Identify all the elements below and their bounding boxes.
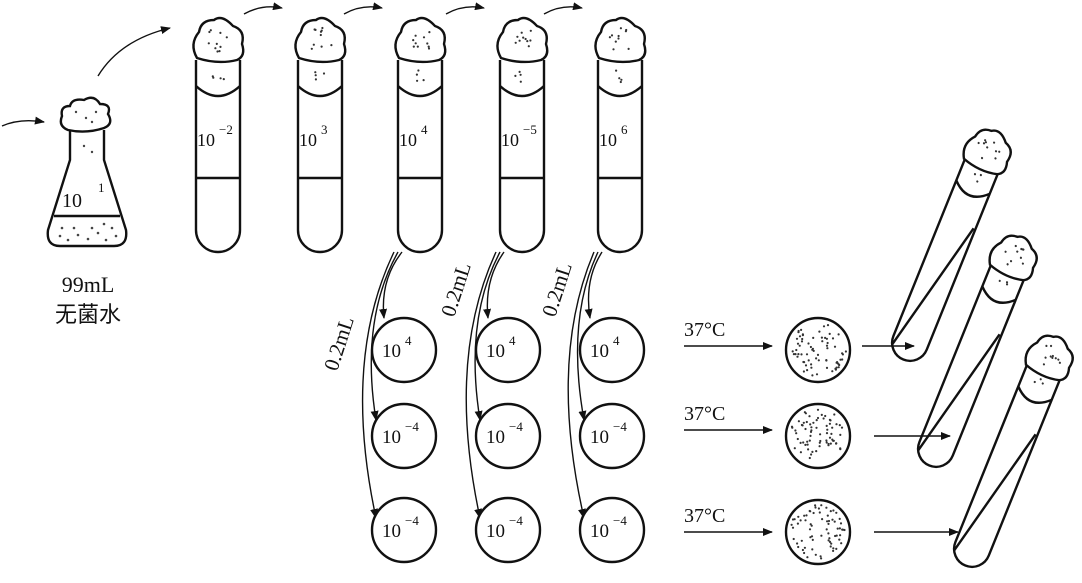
tube-label-base-5: 10 xyxy=(599,130,617,150)
plating-arrows xyxy=(361,251,603,519)
colony-plates xyxy=(784,316,852,566)
plate-r1-c1: 10 4 xyxy=(370,316,438,384)
incubation-label-1: 37°C xyxy=(684,319,725,341)
plate-r3-c3: 10 −4 xyxy=(578,496,646,564)
slant-culture-tubes xyxy=(890,128,1074,569)
plate-label-base-r2-c1: 10 xyxy=(382,427,401,448)
plate-label-base-r1-c1: 10 xyxy=(382,341,401,362)
plate-r2-c3: 10 −4 xyxy=(578,402,646,470)
incubation-label-2: 37°C xyxy=(684,403,725,425)
plate-label-base-r3-c1: 10 xyxy=(382,521,401,542)
plate-r1-c2: 10 4 xyxy=(474,316,542,384)
plate-r2-c2: 10 −4 xyxy=(474,402,542,470)
plate-label-exponent-r2-c3: −4 xyxy=(613,419,627,434)
tube-label-exponent-5: 6 xyxy=(621,122,628,137)
plate-r3-c2: 10 −4 xyxy=(474,496,542,564)
colony-plate-1 xyxy=(784,316,852,384)
slant-tube-1 xyxy=(890,128,1012,363)
plate-label-base-r2-c3: 10 xyxy=(590,427,609,448)
plate-label-exponent-r1-c3: 4 xyxy=(613,333,620,348)
tube-label-base-4: 10 xyxy=(501,130,519,150)
volume-label-3: 0.2mL xyxy=(537,259,577,319)
plate-label-exponent-r1-c2: 4 xyxy=(509,333,516,348)
slant-tube-3 xyxy=(952,334,1074,569)
flask-volume: 99mL xyxy=(62,272,115,297)
slant-tube-2 xyxy=(916,234,1038,469)
plate-r1-c3: 10 4 xyxy=(578,316,646,384)
tube-label-exponent-4: −5 xyxy=(523,122,537,137)
volume-label-1: 0.2mL xyxy=(319,313,359,373)
input-arrow xyxy=(1,116,45,127)
incubation-row-3: 37°C xyxy=(684,505,773,536)
plate-label-base-r3-c3: 10 xyxy=(590,521,609,542)
plate-label-exponent-r3-c2: −4 xyxy=(509,513,523,528)
tube-label-exponent-1: −2 xyxy=(219,122,233,137)
plate-label-base-r1-c3: 10 xyxy=(590,341,609,362)
tube-label-base-2: 10 xyxy=(299,130,317,150)
plate-label-exponent-r2-c1: −4 xyxy=(405,419,419,434)
plate-label-base-r1-c2: 10 xyxy=(486,341,505,362)
incubation-label-3: 37°C xyxy=(684,505,725,527)
plate-label-exponent-r2-c2: −4 xyxy=(509,419,523,434)
incubation-row-1: 37°C xyxy=(684,319,773,350)
plate-r2-c1: 10 −4 xyxy=(370,402,438,470)
plate-label-base-r2-c2: 10 xyxy=(486,427,505,448)
colony-plate-3 xyxy=(784,498,852,566)
tube-transfer-arrows xyxy=(243,2,583,15)
flask-label-exponent: 1 xyxy=(98,180,105,195)
plate-label-exponent-r3-c1: −4 xyxy=(405,513,419,528)
dilution-tube-5: 10 6 xyxy=(594,16,647,254)
dilution-tubes: 10 −2 10 3 10 4 10 −5 10 6 xyxy=(192,16,647,254)
plate-label-exponent-r1-c1: 4 xyxy=(405,333,412,348)
plate-label-exponent-r3-c3: −4 xyxy=(613,513,627,528)
slant-arrows xyxy=(862,342,959,536)
tube-label-base-1: 10 xyxy=(197,130,215,150)
colony-plate-2 xyxy=(784,402,852,470)
erlenmeyer-flask: 10 1 xyxy=(46,96,128,248)
transfer-arrow-flask xyxy=(97,26,171,77)
agar-plates: 10 4 10 4 10 4 10 −4 10 −4 10 −4 10 −4 10 −4 10 −4 xyxy=(370,316,646,564)
flask-water-label: 无菌水 xyxy=(55,302,121,327)
tube-label-base-3: 10 xyxy=(399,130,417,150)
plate-r3-c1: 10 −4 xyxy=(370,496,438,564)
dilution-tube-3: 10 4 xyxy=(394,16,447,254)
plate-label-base-r3-c2: 10 xyxy=(486,521,505,542)
dilution-tube-1: 10 −2 xyxy=(192,16,245,254)
incubation-row-2: 37°C xyxy=(684,403,773,434)
flask-label-base: 10 xyxy=(62,190,82,212)
volume-label-2: 0.2mL xyxy=(436,259,476,319)
dilution-tube-2: 10 3 xyxy=(294,16,347,254)
tube-label-exponent-2: 3 xyxy=(321,122,328,137)
tube-label-exponent-3: 4 xyxy=(421,122,428,137)
dilution-tube-4: 10 −5 xyxy=(496,16,549,254)
